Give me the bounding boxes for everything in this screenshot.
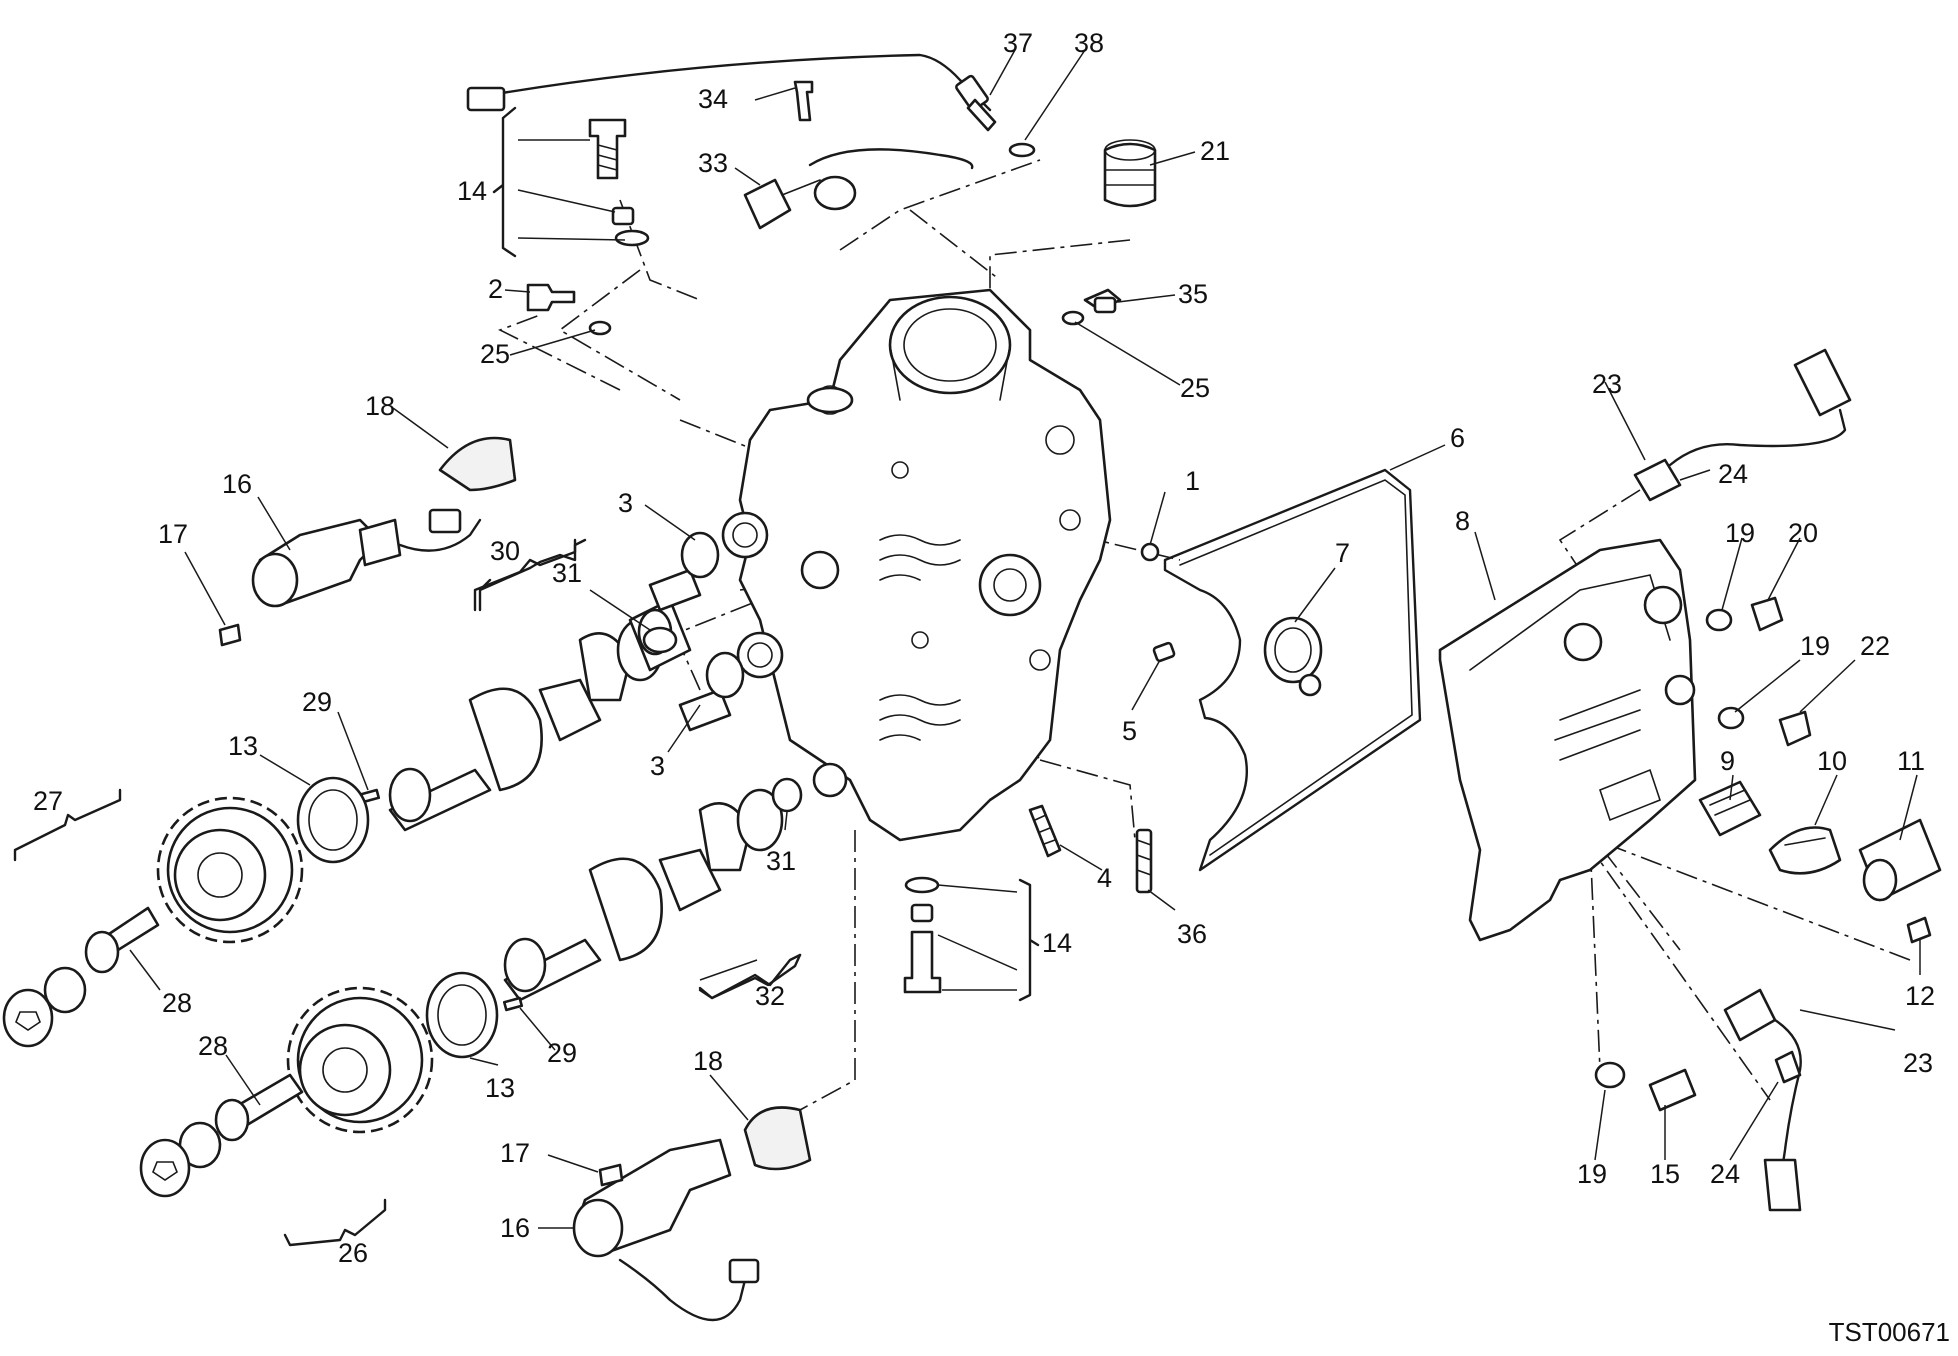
- bolt-34: [793, 80, 814, 122]
- oil-pressure-plug-lower: [903, 876, 942, 994]
- seal-31-upper: [642, 626, 678, 654]
- stud-3-lower: [678, 651, 745, 732]
- callout-26: 26: [338, 1238, 368, 1268]
- stud-36: [1135, 828, 1153, 894]
- seal-7: [1263, 616, 1323, 697]
- stud-3-upper: [648, 531, 720, 612]
- right-side-small-parts: [1594, 596, 1942, 1112]
- callout-24-upper: 24: [1718, 459, 1748, 489]
- cylinder-head: [721, 288, 1112, 842]
- callout-34: 34: [698, 84, 728, 114]
- callout-30: 30: [490, 536, 520, 566]
- cam-position-sensor-lower: [1723, 988, 1802, 1212]
- callout-leaders: [129, 49, 1921, 1229]
- exhaust-camshaft: [503, 788, 784, 1002]
- lower-phase-solenoid: [572, 1106, 812, 1322]
- callout-12: 12: [1905, 981, 1935, 1011]
- callout-7: 7: [1335, 538, 1350, 568]
- callout-9: 9: [1720, 746, 1735, 776]
- stud-4: [1028, 804, 1062, 858]
- callout-17-lower: 17: [500, 1138, 530, 1168]
- callout-19-lower: 19: [1577, 1159, 1607, 1189]
- callout-18-upper: 18: [365, 391, 395, 421]
- knock-sensor: [743, 148, 974, 230]
- callout-4: 4: [1097, 863, 1112, 893]
- group-bracket-32: [698, 953, 802, 1000]
- callout-19-mid: 19: [1800, 631, 1830, 661]
- dowel-1: [1140, 542, 1160, 562]
- seal-ring-13-upper: [296, 776, 370, 864]
- callout-29-upper: 29: [302, 687, 332, 717]
- callout-35: 35: [1178, 279, 1208, 309]
- callout-15: 15: [1650, 1159, 1680, 1189]
- cam-position-sensor-upper: [1633, 348, 1852, 502]
- callout-32: 32: [755, 981, 785, 1011]
- upper-cam-pulley: [2, 796, 304, 1048]
- callout-2: 2: [488, 274, 503, 304]
- plug-21: [1103, 139, 1157, 208]
- callout-14-lower: 14: [1042, 928, 1072, 958]
- washer-38: [1008, 142, 1036, 158]
- callout-36: 36: [1177, 919, 1207, 949]
- callout-16-upper: 16: [222, 469, 252, 499]
- callout-37: 37: [1003, 28, 1033, 58]
- pin-29-lower: [502, 996, 524, 1012]
- group-bracket-26: [283, 1198, 387, 1247]
- callout-3-lower: 3: [650, 751, 665, 781]
- lower-cam-pulley: [139, 986, 434, 1198]
- callout-31-lower: 31: [766, 846, 796, 876]
- group-bracket-14-lower: [1018, 878, 1040, 1002]
- callout-labels: 37 38 34 33 14 21 2 35 25 25 18 6 23 16 …: [33, 28, 1935, 1268]
- callout-11: 11: [1897, 746, 1925, 776]
- callout-18-lower: 18: [693, 1046, 723, 1076]
- seal-ring-13-lower: [425, 971, 499, 1059]
- fitting-35: [1061, 288, 1122, 326]
- callout-10: 10: [1817, 746, 1847, 776]
- callout-28-lower: 28: [198, 1031, 228, 1061]
- cover-gasket: [1163, 468, 1422, 872]
- oil-pressure-plug-assembly: [492, 106, 650, 258]
- callout-24-lower: 24: [1710, 1159, 1740, 1189]
- callout-28-upper: 28: [162, 988, 192, 1018]
- callout-20: 20: [1788, 518, 1818, 548]
- callout-13-upper: 13: [228, 731, 258, 761]
- dowel-5: [1152, 641, 1176, 663]
- callout-38: 38: [1074, 28, 1104, 58]
- callout-1: 1: [1185, 466, 1200, 496]
- callout-19-upper: 19: [1725, 518, 1755, 548]
- callout-23-lower: 23: [1903, 1048, 1933, 1078]
- drawing-reference-code: TST00671: [1828, 1317, 1950, 1347]
- callout-6: 6: [1450, 423, 1465, 453]
- callout-23-upper: 23: [1592, 369, 1622, 399]
- callout-27: 27: [33, 786, 63, 816]
- callout-13-lower: 13: [485, 1073, 515, 1103]
- group-bracket-30: [473, 538, 577, 612]
- callout-31-upper: 31: [552, 558, 582, 588]
- callout-21: 21: [1200, 136, 1230, 166]
- callout-33: 33: [698, 148, 728, 178]
- seal-31-lower: [771, 777, 803, 813]
- upper-phase-solenoid: [218, 436, 517, 647]
- callout-8: 8: [1455, 506, 1470, 536]
- callout-3-upper: 3: [618, 488, 633, 518]
- callout-29-lower: 29: [547, 1038, 577, 1068]
- callout-16-lower: 16: [500, 1213, 530, 1243]
- callout-17-upper: 17: [158, 519, 188, 549]
- callout-25-left: 25: [480, 339, 510, 369]
- temperature-sensor-harness: [466, 53, 997, 132]
- callout-5: 5: [1122, 716, 1137, 746]
- callout-25-right: 25: [1180, 373, 1210, 403]
- group-bracket-27: [13, 788, 122, 862]
- callout-22: 22: [1860, 631, 1890, 661]
- callout-14-upper: 14: [457, 176, 487, 206]
- fitting-2: [526, 283, 612, 336]
- timing-cover: [1438, 538, 1697, 942]
